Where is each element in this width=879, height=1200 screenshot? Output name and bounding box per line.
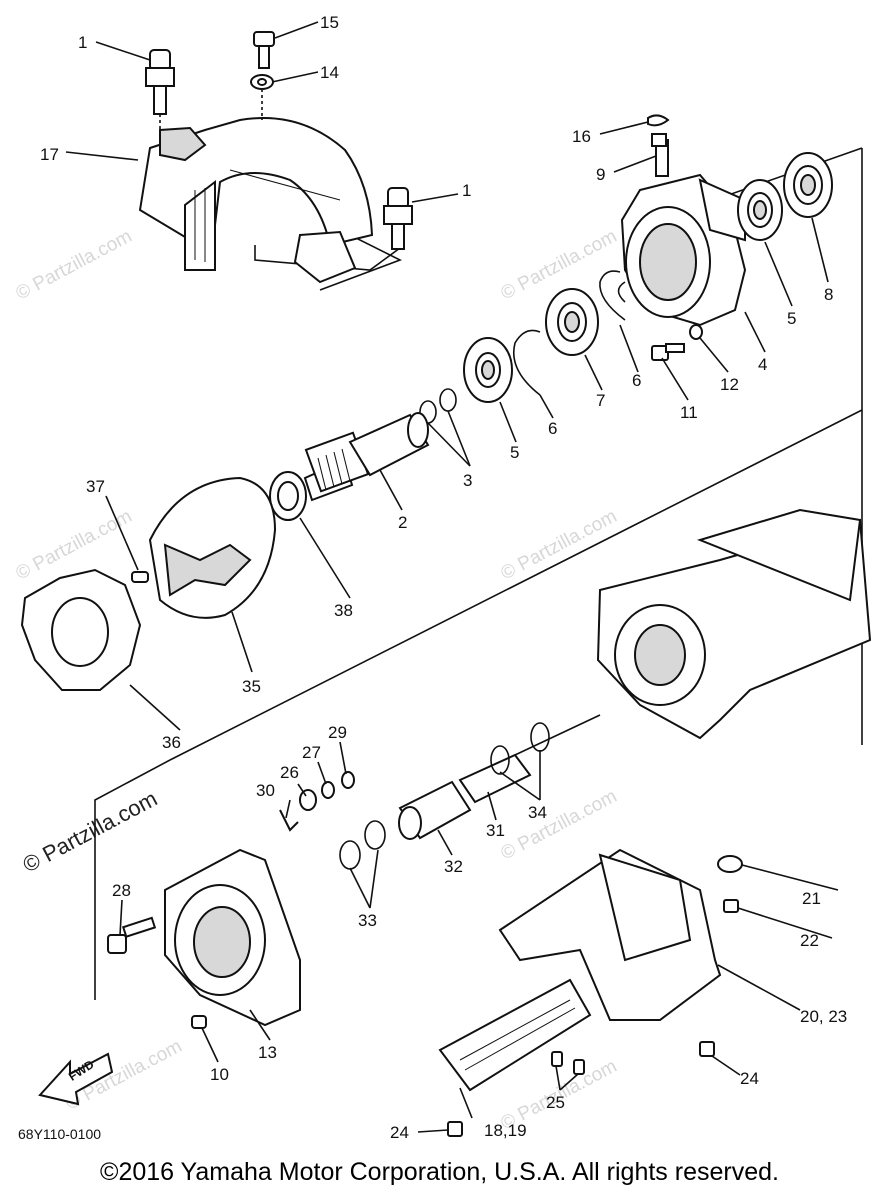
callout-15: 15 [320, 13, 339, 32]
pump-duct [596, 508, 872, 740]
callout-7: 7 [596, 391, 605, 410]
callout-6: 6 [548, 419, 557, 438]
watermark-text: © Partzilla.com [12, 506, 135, 585]
callouts: 1 15 14 17 1 16 9 8 5 4 6 12 11 7 6 5 3 … [40, 13, 847, 1142]
callout-16: 16 [572, 127, 591, 146]
clamps-33 [339, 820, 386, 870]
callout-25: 25 [546, 1093, 565, 1112]
callout-13: 13 [258, 1043, 277, 1062]
callout-35: 35 [242, 677, 261, 696]
bolts-21-25 [447, 855, 743, 1137]
bolt-28 [107, 916, 157, 954]
callout-30: 30 [256, 781, 275, 800]
callout-24: 24 [390, 1123, 409, 1142]
callout-21: 21 [802, 889, 821, 908]
callout-8: 8 [824, 285, 833, 304]
bolt-9 [647, 114, 670, 147]
callout-20-23: 20, 23 [800, 1007, 847, 1026]
callout-2: 2 [398, 513, 407, 532]
bolt-1-upper [145, 49, 175, 155]
copyright-caption: ©2016 Yamaha Motor Corporation, U.S.A. A… [100, 1158, 779, 1186]
callout-9: 9 [596, 165, 605, 184]
circlip-6-right [599, 270, 626, 321]
callout-6: 6 [632, 371, 641, 390]
fwd-arrow-icon [38, 1052, 114, 1106]
damper-36 [20, 568, 142, 691]
watermark-text: © Partzilla.com [497, 786, 620, 865]
callout-37: 37 [86, 477, 105, 496]
coupling-35 [148, 476, 277, 619]
pin-37 [131, 571, 149, 583]
callout-3: 3 [463, 471, 472, 490]
bearing-8 [783, 152, 833, 218]
bolt-1-right [383, 187, 413, 250]
callout-34: 34 [528, 803, 547, 822]
callout-33: 33 [358, 911, 377, 930]
watermark-main: © Partzilla.com [19, 786, 162, 878]
callout-5: 5 [510, 443, 519, 462]
callout-17: 17 [40, 145, 59, 164]
callout-28: 28 [112, 881, 131, 900]
callout-5: 5 [787, 309, 796, 328]
dowel-10 [191, 1015, 207, 1029]
circlip-6-left [513, 329, 541, 396]
plate-18-19 [438, 978, 592, 1092]
drive-shaft-2 [303, 412, 430, 502]
watermark-text: © Partzilla.com [12, 226, 135, 305]
callout-11: 11 [680, 403, 698, 422]
callout-32: 32 [444, 857, 463, 876]
bearing-5-right [737, 179, 783, 241]
bearing-5-left [463, 337, 513, 403]
callout-22: 22 [800, 931, 819, 950]
watermark-text: © Partzilla.com [497, 506, 620, 585]
callout-36: 36 [162, 733, 181, 752]
intake-housing-13 [164, 848, 301, 1027]
callout-14: 14 [320, 63, 339, 82]
callout-31: 31 [486, 821, 505, 840]
callout-24: 24 [740, 1069, 759, 1088]
pump-cover-housing [138, 117, 374, 284]
callout-18-19: 18,19 [484, 1121, 527, 1140]
callout-12: 12 [720, 375, 739, 394]
callout-1: 1 [78, 33, 87, 52]
small-parts-26-30 [279, 771, 355, 832]
callout-26: 26 [280, 763, 299, 782]
shaft-sleeve-31 [458, 714, 601, 804]
leader-lines [65, 21, 839, 1133]
callout-10: 10 [210, 1065, 229, 1084]
seal-38 [269, 471, 307, 521]
bracket-20-23 [498, 848, 722, 1021]
callout-29: 29 [328, 723, 347, 742]
callout-38: 38 [334, 601, 353, 620]
bolt-11 [651, 324, 703, 361]
callout-27: 27 [302, 743, 321, 762]
collar-32 [398, 780, 472, 840]
bearing-housing [620, 139, 747, 327]
bolt-15 [250, 31, 275, 120]
bearing-7 [545, 288, 599, 356]
callout-1: 1 [462, 181, 471, 200]
drawing-code: 68Y110-0100 [18, 1126, 102, 1142]
callout-4: 4 [758, 355, 767, 374]
